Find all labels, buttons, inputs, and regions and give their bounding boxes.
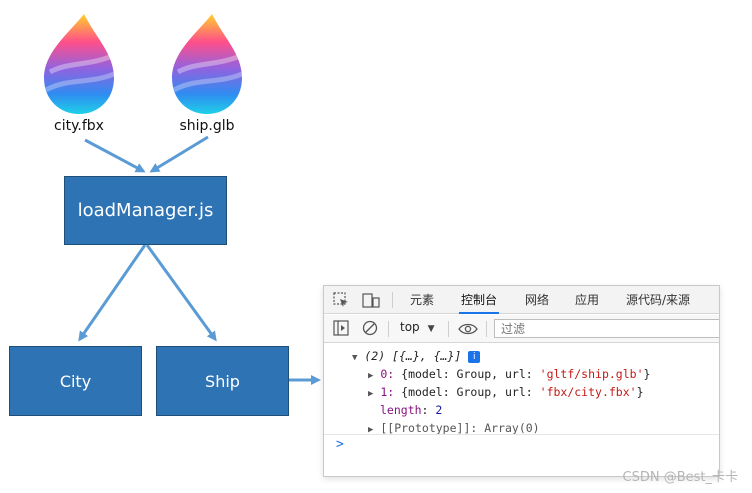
length-key: length bbox=[380, 403, 422, 417]
device-toolbar-icon[interactable] bbox=[362, 292, 380, 312]
collapsed-triangle-icon: ▶ bbox=[368, 425, 374, 435]
tab-separator bbox=[392, 292, 393, 308]
city-node: City bbox=[9, 346, 142, 416]
expanded-triangle-icon: ▼ bbox=[352, 353, 358, 363]
tab-network[interactable]: 网络 bbox=[525, 293, 550, 307]
watermark: CSDN @Best_卡卡 bbox=[622, 470, 738, 485]
console-array-item[interactable]: ▶ 0: {model: Group, url: 'gltf/ship.glb'… bbox=[368, 367, 650, 381]
toolbar-separator bbox=[448, 321, 449, 337]
tab-sources[interactable]: 源代码/来源 bbox=[626, 293, 691, 307]
3d-file-drop-icon bbox=[44, 14, 115, 114]
context-value: top bbox=[400, 320, 420, 334]
array-preview: (2) [{…}, {…}] bbox=[364, 349, 462, 363]
toolbar-separator bbox=[388, 321, 389, 337]
ship-label: Ship bbox=[205, 371, 240, 391]
ship-node: Ship bbox=[156, 346, 289, 416]
item-url: 'gltf/ship.glb' bbox=[539, 367, 644, 381]
loadmanager-node: loadManager.js bbox=[64, 176, 227, 245]
city-label: City bbox=[59, 371, 92, 391]
file-label: ship.glb bbox=[179, 118, 235, 134]
context-selector[interactable]: top ▼ bbox=[400, 320, 435, 334]
loadmanager-label: loadManager.js bbox=[77, 200, 214, 221]
console-toolbar: top ▼ bbox=[324, 315, 719, 343]
console-filter-input[interactable] bbox=[494, 319, 719, 338]
sidebar-toggle-icon[interactable] bbox=[333, 320, 349, 340]
clear-console-icon[interactable] bbox=[362, 320, 378, 340]
length-value: 2 bbox=[435, 403, 443, 417]
item-body: {model: Group, url: bbox=[401, 385, 540, 399]
inspect-element-icon[interactable] bbox=[333, 292, 349, 312]
file-ship-glb: ship.glb bbox=[148, 8, 266, 136]
console-array-summary[interactable]: ▼ (2) [{…}, {…}] i bbox=[352, 349, 481, 363]
devtools-tab-bar: 元素 控制台 网络 应用 源代码/来源 bbox=[324, 286, 719, 314]
file-label: city.fbx bbox=[54, 118, 104, 134]
arrow-city-fbx-to-loader bbox=[84, 138, 146, 173]
tab-console[interactable]: 控制台 bbox=[459, 286, 500, 314]
info-icon[interactable]: i bbox=[468, 351, 481, 363]
item-url: 'fbx/city.fbx' bbox=[539, 385, 637, 399]
tab-application[interactable]: 应用 bbox=[575, 293, 600, 307]
prototype-text: [[Prototype]]: Array(0) bbox=[380, 421, 540, 435]
console-length-row: length: 2 bbox=[380, 403, 442, 417]
length-separator: : bbox=[421, 403, 436, 417]
item-close: } bbox=[636, 385, 644, 399]
chevron-down-icon: ▼ bbox=[427, 324, 435, 334]
arrow-loader-to-ship bbox=[145, 244, 217, 342]
file-city-fbx: city.fbx bbox=[20, 8, 138, 136]
console-prompt-row[interactable]: > bbox=[324, 434, 719, 457]
item-index: 0: bbox=[380, 367, 395, 381]
collapsed-triangle-icon: ▶ bbox=[368, 371, 374, 381]
console-prompt-icon: > bbox=[336, 437, 344, 452]
item-index: 1: bbox=[380, 385, 395, 399]
console-array-item[interactable]: ▶ 1: {model: Group, url: 'fbx/city.fbx'} bbox=[368, 385, 644, 399]
console-prototype-row[interactable]: ▶ [[Prototype]]: Array(0) bbox=[368, 421, 540, 435]
item-body: {model: Group, url: bbox=[401, 367, 540, 381]
3d-file-drop-icon bbox=[172, 14, 243, 114]
eye-icon[interactable] bbox=[458, 321, 478, 340]
arrow-ship-glb-to-loader bbox=[149, 135, 209, 173]
tab-elements[interactable]: 元素 bbox=[410, 293, 435, 307]
item-close: } bbox=[643, 367, 651, 381]
collapsed-triangle-icon: ▶ bbox=[368, 389, 374, 399]
arrow-loader-to-city bbox=[78, 244, 147, 342]
devtools-panel: 元素 控制台 网络 应用 源代码/来源 top ▼ bbox=[323, 285, 720, 477]
toolbar-separator bbox=[486, 321, 487, 337]
